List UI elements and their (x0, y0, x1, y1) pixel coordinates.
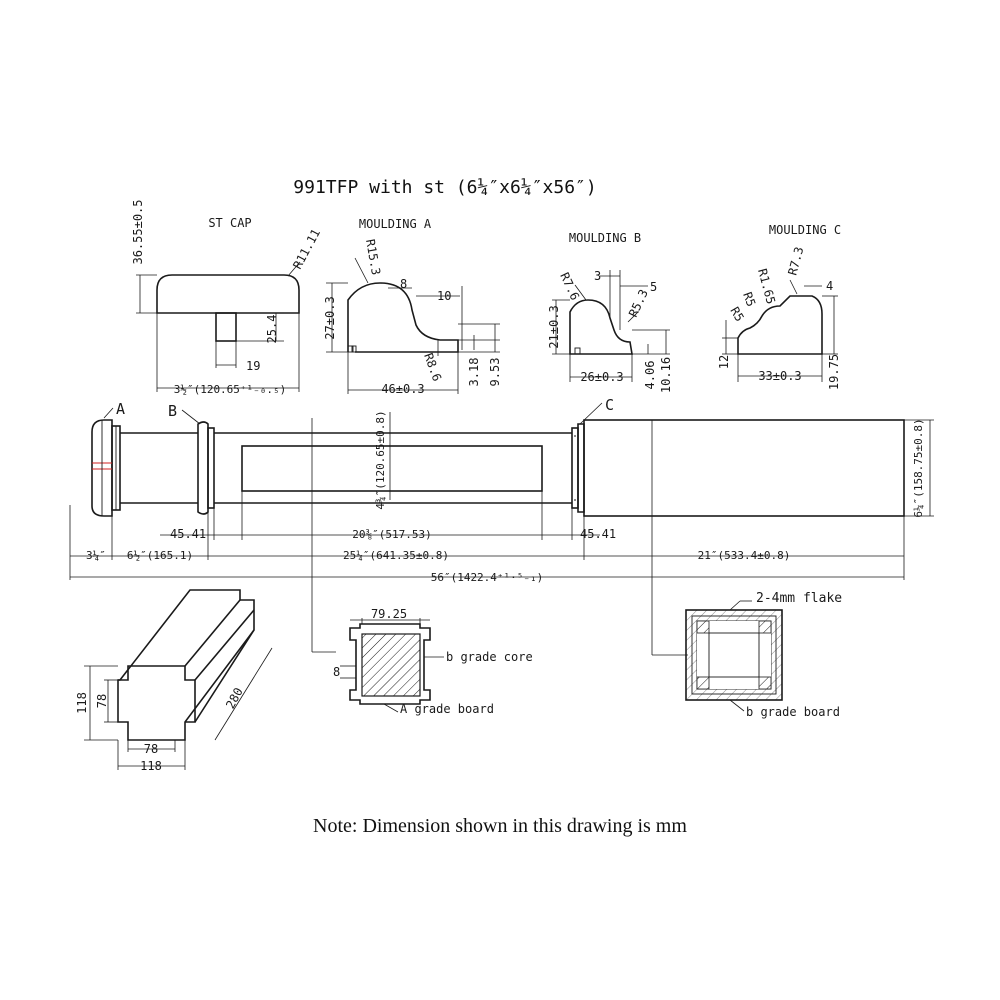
side-height: 6¼″(158.75±0.8) (912, 418, 925, 517)
st-cap-label: ST CAP (208, 216, 251, 230)
dim-3-quarter: 3¼″ (86, 549, 106, 562)
dimension-note: Note: Dimension shown in this drawing is… (313, 815, 687, 837)
moulding-a-d10: 10 (437, 289, 451, 303)
moulding-b-label: MOULDING B (569, 231, 641, 245)
section-a: 79.25 8 b grade core A grade board (333, 607, 533, 716)
dim-6-half: 6½″(165.1) (127, 549, 193, 562)
core-d78-w: 78 (144, 742, 158, 756)
label-a: A (116, 400, 125, 418)
moulding-c-d12: 12 (717, 355, 731, 369)
core-d280: 280 (223, 685, 246, 711)
moulding-c-r1: R7.3 (785, 245, 806, 277)
moulding-c-r2: R1.65 (755, 267, 778, 306)
moulding-c-detail: MOULDING C R7.3 4 R1.65 R5 R5 12 19.75 3… (717, 223, 841, 390)
core-d78-h: 78 (95, 694, 109, 708)
column-elevation: A B C 4¾″(120.65±0.8) 6¼″(158.75±0.8) 45… (69, 396, 934, 656)
moulding-c-r3: R5 (740, 290, 758, 308)
moulding-c-r4: R5 (727, 305, 746, 325)
st-cap-detail: ST CAP 36.55±0.5 R11.11 25.4 19 3½″(120.… (131, 199, 323, 396)
core-block-isometric: 118 78 280 78 118 (75, 589, 273, 773)
moulding-a-height: 27±0.3 (323, 296, 337, 339)
st-cap-stem-width: 19 (246, 359, 260, 373)
panel-length: 20⅜″(517.53) (352, 528, 431, 541)
dim-25: 25¼″(641.35±0.8) (343, 549, 449, 562)
moulding-b-d1016: 10.16 (659, 357, 673, 393)
label-c: C (605, 396, 614, 414)
moulding-b-r2: R5.3 (626, 287, 651, 319)
moulding-b-height: 21±0.3 (547, 305, 561, 348)
moulding-a-d318: 3.18 (467, 358, 481, 387)
section-a-d8: 8 (333, 665, 340, 679)
moulding-c-width: 33±0.3 (758, 369, 801, 383)
moulding-c-height: 19.75 (827, 354, 841, 390)
overall-length: 56″(1422.4⁺¹·⁵₋₁) (431, 571, 544, 584)
drawing-title: 991TFP with st (6¼″x6¼″x56″) (293, 177, 596, 198)
section-a-core-label: b grade core (446, 650, 533, 664)
section-b: 2-4mm flake b grade board (685, 591, 842, 719)
moulding-a-r1: R15.3 (363, 238, 383, 276)
core-d118-h: 118 (75, 692, 89, 714)
label-b: B (168, 402, 177, 420)
moulding-a-detail: MOULDING A R15.3 8 10 R8.6 27±0.3 3.18 9… (323, 217, 502, 396)
moulding-b-r1: R7.6 (557, 270, 582, 302)
st-cap-width: 3½″(120.65⁺¹₋₀.₅) (174, 383, 287, 396)
moulding-a-d8: 8 (400, 277, 407, 291)
moulding-b-d406: 4.06 (643, 361, 657, 390)
panel-height: 4¾″(120.65±0.8) (374, 410, 387, 509)
st-cap-stem-height: 25.4 (265, 315, 279, 344)
st-cap-radius: R11.11 (290, 227, 323, 272)
moulding-a-d953: 9.53 (488, 358, 502, 387)
moulding-a-width: 46±0.3 (381, 382, 424, 396)
moulding-a-label: MOULDING A (359, 217, 432, 231)
section-a-board-label: A grade board (400, 702, 494, 716)
moulding-c-label: MOULDING C (769, 223, 841, 237)
right-gap: 45.41 (580, 527, 616, 541)
moulding-b-d5: 5 (650, 280, 657, 294)
left-gap: 45.41 (170, 527, 206, 541)
section-b-board-label: b grade board (746, 705, 840, 719)
st-cap-height: 36.55±0.5 (131, 199, 145, 264)
dim-21: 21″(533.4±0.8) (698, 549, 791, 562)
section-a-d7925: 79.25 (371, 607, 407, 621)
moulding-c-d4: 4 (826, 279, 833, 293)
section-b-flake-label: 2-4mm flake (756, 591, 842, 606)
moulding-b-width: 26±0.3 (580, 370, 623, 384)
moulding-a-r2: R8.6 (421, 351, 444, 383)
core-d118-w: 118 (140, 759, 162, 773)
moulding-b-detail: MOULDING B R7.6 3 5 R5.3 21±0.3 4.06 10.… (547, 231, 673, 393)
moulding-b-d3: 3 (594, 269, 601, 283)
